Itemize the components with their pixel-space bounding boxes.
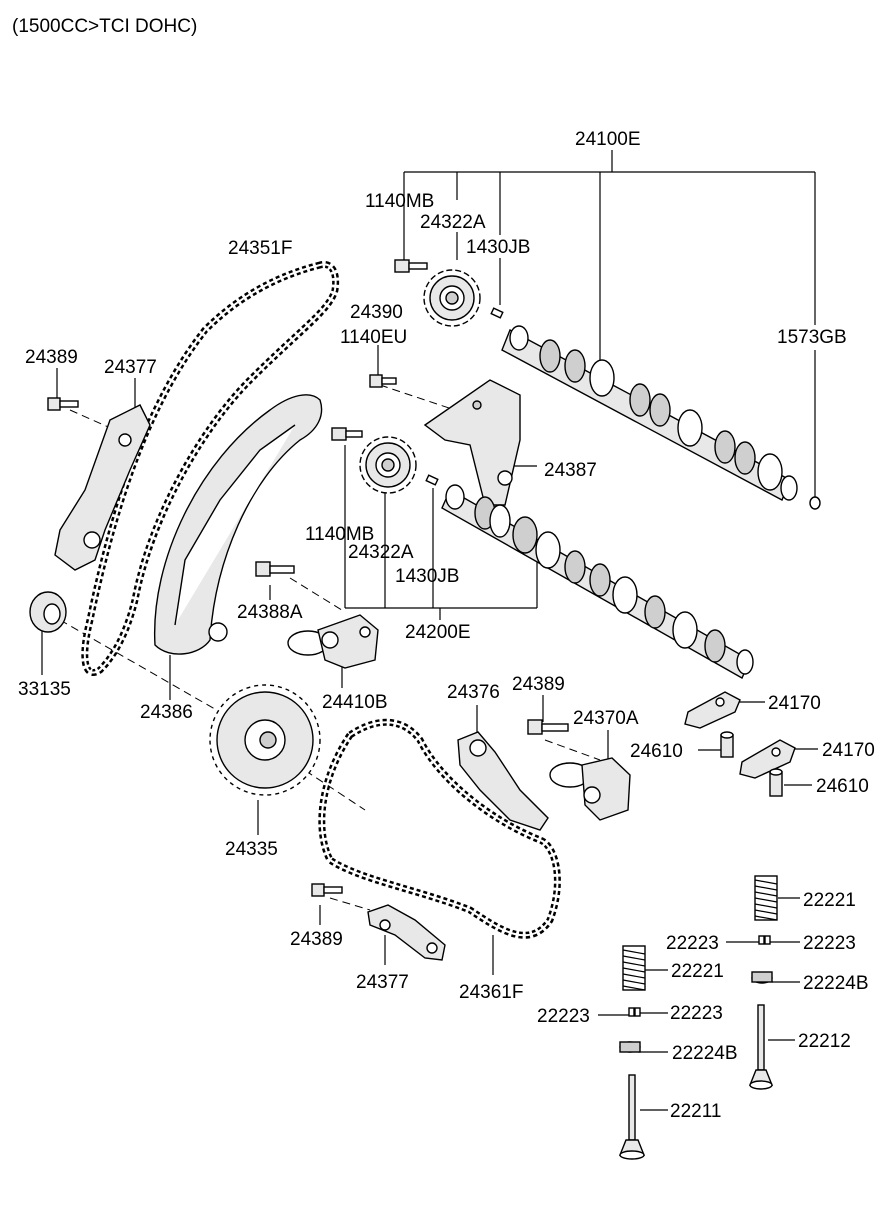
label-24377-bottom: 24377 <box>356 972 409 993</box>
label-22223-a: 22223 <box>666 933 719 954</box>
chain-guide-24376 <box>457 731 549 831</box>
bolt-24389-left <box>47 397 79 411</box>
valve-spring-22221-b <box>622 945 646 991</box>
label-24100E: 24100E <box>575 129 641 150</box>
label-24387: 24387 <box>544 460 597 481</box>
label-22212: 22212 <box>798 1031 851 1052</box>
intake-valve-22211 <box>618 1074 646 1160</box>
exhaust-valve-22212 <box>748 1004 774 1090</box>
label-1430JB-top: 1430JB <box>466 237 530 258</box>
label-24322A-mid: 24322A <box>348 542 414 563</box>
label-24388A: 24388A <box>237 602 303 623</box>
label-24390: 24390 <box>350 302 403 323</box>
timing-chain-upper <box>81 260 340 676</box>
lash-adjuster-24610-a <box>720 731 734 758</box>
label-24610-b: 24610 <box>816 776 869 797</box>
label-24377-left: 24377 <box>104 357 157 378</box>
label-24200E: 24200E <box>405 622 471 643</box>
valve-keeper-22223-cd <box>628 1007 641 1017</box>
label-22221-a: 22221 <box>803 890 856 911</box>
rocker-arm-24170-b <box>739 739 796 779</box>
intake-camshaft <box>501 325 798 501</box>
label-24389-left: 24389 <box>25 347 78 368</box>
label-33135: 33135 <box>18 679 71 700</box>
washer-33135 <box>29 591 67 633</box>
label-22223-c: 22223 <box>537 1006 590 1027</box>
label-24351F: 24351F <box>228 238 292 259</box>
chain-guide-24386 <box>153 394 323 655</box>
label-22223-b: 22223 <box>803 933 856 954</box>
spring-retainer-22224B-a <box>751 971 773 984</box>
label-1573GB: 1573GB <box>777 327 847 348</box>
label-1140EU: 1140EU <box>340 327 407 348</box>
label-24389-mid: 24389 <box>512 674 565 695</box>
label-24322A-top: 24322A <box>420 212 486 233</box>
label-22221-b: 22221 <box>671 961 724 982</box>
label-24386: 24386 <box>140 702 193 723</box>
label-1140MB-top: 1140MB <box>365 191 434 212</box>
valve-spring-22221-a <box>754 875 778 921</box>
timing-chain-lower <box>318 718 561 939</box>
label-24610-a: 24610 <box>630 741 683 762</box>
dowel-pin-mid <box>425 474 439 486</box>
label-24389-bottom: 24389 <box>290 929 343 950</box>
leader-lines <box>41 150 818 1111</box>
tensioner-24370A <box>549 757 631 821</box>
label-24376: 24376 <box>447 682 500 703</box>
cam-bracket-24387 <box>423 379 521 506</box>
label-24335: 24335 <box>225 839 278 860</box>
label-22224B-b: 22224B <box>672 1043 738 1064</box>
label-24370A: 24370A <box>573 708 639 729</box>
cam-sprocket-top <box>423 269 481 327</box>
label-1140MB-mid: 1140MB <box>305 524 374 545</box>
chain-guide-24377-bottom <box>367 904 446 961</box>
bolt-24388A <box>255 561 295 577</box>
bolt-1140EU <box>369 374 397 388</box>
crank-sprocket-24335 <box>209 684 321 796</box>
bolt-1140MB-top <box>394 259 428 273</box>
label-1430JB-mid: 1430JB <box>395 566 459 587</box>
label-22224B-a: 22224B <box>803 973 869 994</box>
cam-sprocket-mid <box>359 436 417 494</box>
bolt-24389-mid <box>527 719 569 735</box>
label-24170-a: 24170 <box>768 693 821 714</box>
valve-keeper-22223-ab <box>758 935 771 945</box>
label-24410B: 24410B <box>322 692 388 713</box>
bolt-24389-bottom <box>311 883 343 897</box>
exhaust-camshaft <box>441 484 754 679</box>
label-22211: 22211 <box>670 1101 721 1122</box>
label-24170-b: 24170 <box>822 740 875 761</box>
dowel-pin-top <box>490 307 504 319</box>
rocker-arm-24170-a <box>684 691 741 729</box>
part-labels: 24100E 1140MB 24322A 1430JB 24351F 24390… <box>18 129 875 1122</box>
pin-1573GB <box>809 496 821 510</box>
bolt-1140MB-mid <box>331 427 363 441</box>
chain-guide-24377-left <box>54 404 151 571</box>
label-22223-d: 22223 <box>670 1003 723 1024</box>
tensioner-24410B <box>287 614 379 669</box>
spring-retainer-22224B-b <box>619 1041 641 1053</box>
lash-adjuster-24610-b <box>769 768 783 797</box>
label-24361F: 24361F <box>459 982 523 1003</box>
diagram-header: (1500CC>TCI DOHC) <box>12 16 197 37</box>
